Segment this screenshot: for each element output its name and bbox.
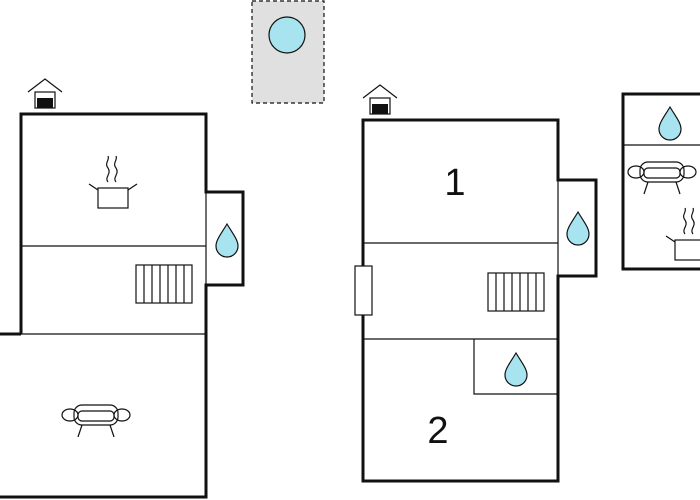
water-drop-icon — [658, 106, 682, 141]
sofa-icon — [627, 161, 697, 195]
radiator-icon — [487, 272, 545, 312]
pool — [251, 0, 325, 104]
sofa-icon — [61, 404, 131, 438]
floor-plan-left — [0, 78, 245, 499]
radiator-icon — [135, 264, 193, 304]
window-icon — [354, 265, 373, 316]
room-label-1: 1 — [444, 162, 465, 204]
water-drop-icon — [504, 352, 528, 387]
floor-plan-right — [621, 92, 700, 271]
house-entrance-icon — [27, 78, 63, 109]
house-entrance-icon — [362, 84, 398, 115]
floor-plan-middle: 1 2 — [354, 84, 598, 483]
cooking-pot-icon — [665, 207, 700, 261]
water-drop-icon — [566, 211, 590, 246]
room-label-2: 2 — [427, 410, 448, 452]
cooking-pot-icon — [88, 155, 138, 209]
water-drop-icon — [215, 223, 239, 258]
pool-icon — [268, 16, 306, 54]
